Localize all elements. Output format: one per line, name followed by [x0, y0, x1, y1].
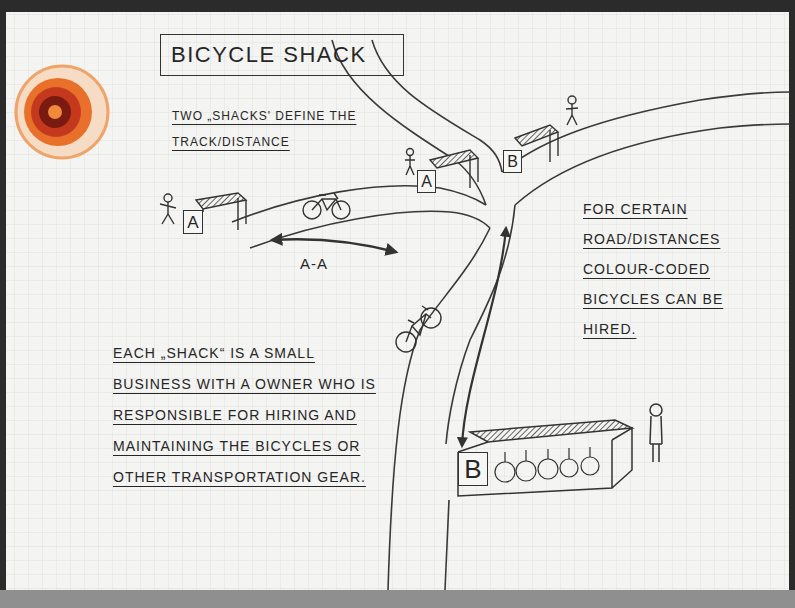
logo-ring: [31, 87, 81, 137]
road-edge: [372, 40, 502, 172]
bicycle-wheel: [581, 457, 599, 475]
shack-letter: A: [187, 214, 198, 231]
note-text: FOR CERTAIN ROAD/DISTANCES COLOUR-CODED …: [583, 194, 765, 344]
shack-post: [470, 155, 478, 188]
bicycle-wheel: [560, 459, 578, 477]
body: [405, 156, 415, 175]
grid-paper: [6, 12, 789, 590]
shack-post: [550, 130, 558, 162]
shack-sign: B: [503, 150, 522, 173]
bicycle-frame: [406, 306, 431, 342]
logo-ring: [24, 78, 92, 146]
head: [164, 194, 172, 202]
bicycle-frame: [312, 193, 341, 210]
shack-letter: A: [421, 174, 432, 190]
stick-figure: [566, 96, 578, 125]
shack-post: [203, 198, 246, 230]
shack-roof: [470, 420, 632, 442]
bicycle-wheel: [538, 459, 558, 479]
shack-roof: [515, 125, 558, 146]
shack-wall: [458, 428, 632, 496]
road-edge: [388, 228, 490, 590]
shack-sign: A: [417, 170, 436, 193]
shack-roof: [430, 150, 478, 168]
distance-arrow: [462, 228, 506, 446]
shack-letter: B: [507, 154, 518, 170]
logo-ring: [16, 66, 108, 158]
shack-drawing: [196, 193, 246, 230]
bicycle: [396, 306, 441, 352]
parked-bicycles: [495, 447, 599, 482]
road-edge: [502, 92, 790, 172]
logo-ring: [48, 105, 62, 119]
body: [160, 202, 176, 224]
shack-sign: A: [183, 210, 203, 234]
stick-figure: [160, 194, 176, 224]
head: [650, 404, 662, 416]
road-edge: [250, 211, 490, 248]
road-edge: [445, 500, 449, 590]
bicycle-wheel: [495, 462, 515, 482]
road-edge: [515, 124, 790, 205]
bicycle-frame: [505, 447, 590, 462]
logo: [16, 66, 108, 158]
note-text: EACH „SHACK“ IS A SMALL BUSINESS WITH A …: [113, 338, 385, 493]
stick-figure: [650, 404, 662, 462]
title-box: BICYCLE SHACK: [160, 34, 404, 76]
distance-arrow: [272, 239, 396, 252]
shack-drawing: [430, 150, 478, 188]
photo-edge: [0, 590, 795, 608]
note-text: TWO „SHACKS' DEFINE THE TRACK/DISTANCE: [172, 103, 360, 155]
head: [407, 149, 414, 156]
head: [568, 96, 576, 104]
bicycle: [303, 193, 350, 219]
bicycle-wheel: [516, 461, 536, 481]
logo-ring: [39, 96, 71, 128]
shack-sign: B: [458, 452, 488, 486]
shack-letter: B: [464, 456, 481, 482]
body: [566, 104, 578, 125]
shack-drawing: [458, 420, 632, 496]
stick-figure: [405, 149, 415, 176]
road-edge: [232, 186, 486, 222]
body: [650, 416, 662, 462]
distance-label: A-A: [300, 254, 360, 274]
